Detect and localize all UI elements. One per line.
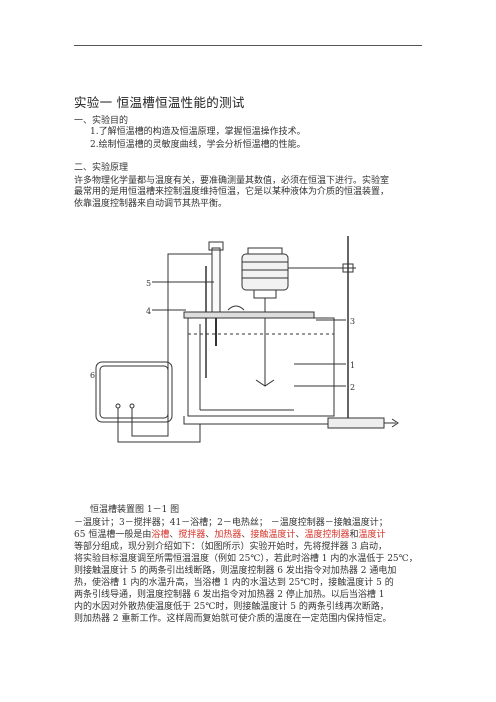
principle-line-3: 依靠温度控制器来自动调节其热平衡。 [74, 199, 228, 209]
body-line-1: 等部分组成，现分别介绍如下：（如图所示）实验开始时，先将搅拌器 3 启动， [74, 542, 387, 552]
wire-contact [131, 253, 212, 437]
label-2: 2 [350, 383, 355, 392]
temperature-controller [95, 361, 173, 423]
label-4: 4 [146, 307, 151, 316]
stirrer-blade [255, 379, 275, 387]
lid-knob [227, 305, 245, 311]
label-3: 3 [350, 317, 355, 326]
component-heater: 加热器 [214, 530, 242, 540]
purpose-item-1: 1.了解恒温槽的构造及恒温原理，掌握恒温操作技术。 [90, 127, 306, 137]
body-line-3: 则接触温度计 5 的两条引出线断路，则温度控制器 6 发出指令对加热器 2 通电… [74, 566, 397, 576]
tank-base [183, 416, 349, 425]
composition-line: 65 恒温槽一般是由浴槽、搅拌器、加热器、接触温度计、温度控制器和温度计 [74, 530, 386, 541]
controller-terminal-2 [129, 403, 135, 409]
wire-heater [117, 408, 201, 443]
stand-base [327, 417, 385, 429]
stand-screw [384, 418, 399, 428]
stirrer-motor [241, 253, 289, 291]
separator: 、 [205, 530, 215, 540]
contact-thermometer [211, 247, 221, 313]
bath-tank [187, 317, 335, 417]
separator: 、 [169, 530, 179, 540]
component-thermometer: 温度计 [358, 530, 386, 540]
legend-line: －温度计；3－搅拌器；41－浴槽；2－电热丝； －温度控制器－接触温度计； [74, 518, 388, 528]
body-line-4: 热，使浴槽 1 内的水温升高，当浴槽 1 内的水温达到 25℃时，接触温度计 5… [74, 578, 394, 588]
label-6: 6 [90, 371, 95, 380]
label-1: 1 [350, 361, 355, 370]
component-stirrer: 搅拌器 [178, 530, 206, 540]
thermostat-apparatus-diagram: 5 4 3 1 2 6 [90, 236, 399, 443]
motor-base [253, 289, 277, 299]
body-line-7: 则加热器 2 重新工作。这样周而复始就可使介质的温度在一定范围内保持恒定。 [74, 614, 392, 624]
thermometer-head [208, 241, 224, 251]
controller-terminal-1 [115, 403, 121, 409]
principle-line-2: 最常用的是用恒温槽来控制温度维持恒温，它是以某种液体为介质的恒温装置， [74, 187, 390, 197]
page-title: 实验一 恒温槽恒温性能的测试 [74, 95, 245, 110]
principle-line-1: 许多物理化学量都与温度有关，要准确测量其数值，必须在恒温下进行。实验室 [74, 176, 390, 186]
component-controller: 温度控制器 [304, 530, 350, 540]
purpose-item-2: 2.绘制恒温槽的灵敏度曲线，学会分析恒温槽的性能。 [90, 140, 306, 150]
lid-plate [183, 311, 315, 319]
header-rule [74, 45, 422, 46]
section-heading-purpose: 一、实验目的 [74, 116, 129, 126]
figure-caption: 恒温槽装置图 1－1 图 [90, 505, 180, 515]
body-line-5: 两条引线导通，则温度控制器 6 发出指令对加热器 2 停止加热。以后当浴槽 1 [74, 590, 385, 600]
body-line-2: 将实验目标温度调至所需恒温温度（例如 25℃），若此时浴槽 1 内的水温低于 2… [74, 554, 418, 564]
section-heading-principle: 二、实验原理 [74, 163, 129, 173]
stand-clamp [342, 263, 354, 273]
body-line-6: 内的水因对外散热使温度低于 25℃时，则接触温度计 5 的两条引线再次断路， [74, 602, 389, 612]
separator: 、 [295, 530, 305, 540]
component-contact-thermometer: 接触温度计 [250, 530, 296, 540]
separator: 和 [349, 530, 359, 540]
component-bath: 浴槽 [151, 530, 170, 540]
separator: 、 [241, 530, 251, 540]
label-5: 5 [146, 279, 151, 288]
motor-cap [247, 247, 283, 255]
composition-prefix: 65 恒温槽一般是由 [74, 530, 152, 540]
